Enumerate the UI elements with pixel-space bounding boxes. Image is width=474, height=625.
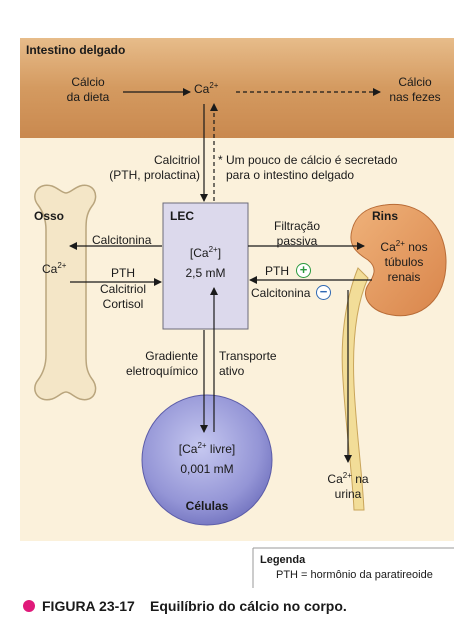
bone-ca-label: Ca2+ xyxy=(42,262,66,277)
urine-label: Ca2+ na urina xyxy=(318,472,378,502)
bone-title: Osso xyxy=(34,209,65,223)
diet-line-2: da dieta xyxy=(66,90,110,104)
lec-conc-open: [Ca xyxy=(189,246,209,260)
filtration-line-2: passiva xyxy=(276,234,318,248)
calcitriol-bone-label: Calcitriol xyxy=(99,282,146,296)
bone-ca-text: Ca xyxy=(42,262,58,276)
cells-conc-close: livre] xyxy=(206,442,236,456)
filtration-label: Filtração passiva xyxy=(252,219,342,249)
kidney-ca-rest: nos xyxy=(404,240,428,254)
note-line-1: * Um pouco de cálcio é secretado xyxy=(218,153,398,167)
cells-circle xyxy=(141,394,273,526)
cortisol-bone-label: Cortisol xyxy=(102,297,144,311)
transport-line-2: ativo xyxy=(219,364,245,378)
kidney-shape xyxy=(350,203,447,317)
intestine-ca-charge: 2+ xyxy=(209,81,219,90)
gradient-label: Gradiente eletroquímico xyxy=(110,349,198,379)
kidney-ca-line-1: Ca2+ nos xyxy=(366,240,442,255)
kidney-title: Rins xyxy=(372,209,399,223)
legend-entry: PTH = hormônio da paratireoide xyxy=(276,569,433,581)
gradient-line-1: Gradiente xyxy=(145,349,198,363)
cells-value: 0,001 mM xyxy=(180,462,234,476)
note-label: * Um pouco de cálcio é secretado para o … xyxy=(218,153,397,183)
caption-figure: FIGURA 23-17 xyxy=(42,598,135,614)
cells-conc-label: [Ca2+ livre] xyxy=(142,442,272,457)
pth-bone-label: PTH xyxy=(111,266,135,280)
lec-conc-label: [Ca2+] xyxy=(163,246,248,261)
cells-conc-charge: 2+ xyxy=(197,441,207,450)
kidney-ca-text: Ca xyxy=(380,240,396,254)
kidney-ca-line-2: túbulos xyxy=(384,255,424,269)
kidney-ca-charge: 2+ xyxy=(395,239,405,248)
kidney-ca-label: Ca2+ nos túbulos renais xyxy=(366,240,442,285)
urine-line-2: urina xyxy=(334,487,362,501)
ureter-shape xyxy=(341,267,369,511)
feces-line-2: nas fezes xyxy=(389,90,441,104)
caption-text: Equilíbrio do cálcio no corpo. xyxy=(150,598,347,614)
calcitriol-line-1: Calcitriol xyxy=(153,153,200,167)
transport-label: Transporte ativo xyxy=(219,349,277,379)
urine-line-1: Ca2+ na xyxy=(318,472,378,487)
plus-icon: + xyxy=(296,263,311,278)
pth-kidney-label: PTH xyxy=(265,264,289,278)
bone-shape xyxy=(34,184,97,401)
caption-bullet xyxy=(23,600,35,612)
feces-label: Cálcio nas fezes xyxy=(382,75,448,105)
calcitriol-line-2: (PTH, prolactina) xyxy=(109,168,200,182)
kidney-ca-line-3: renais xyxy=(387,270,421,284)
filtration-line-1: Filtração xyxy=(273,219,320,233)
note-line-2: para o intestino delgado xyxy=(226,168,355,182)
diet-label: Cálcio da dieta xyxy=(52,75,124,105)
calcitriol-label: Calcitriol (PTH, prolactina) xyxy=(96,153,200,183)
feces-line-1: Cálcio xyxy=(398,75,432,89)
intestine-ca-text: Ca xyxy=(194,82,210,96)
lec-title: LEC xyxy=(170,209,194,223)
intestine-ca-label: Ca2+ xyxy=(194,82,218,97)
urine-ca-text: Ca xyxy=(327,472,343,486)
lec-conc-charge: 2+ xyxy=(208,245,218,254)
urine-ca-rest: na xyxy=(351,472,369,486)
transport-line-1: Transporte xyxy=(219,349,277,363)
diet-line-1: Cálcio xyxy=(71,75,105,89)
bone-ca-charge: 2+ xyxy=(57,261,67,270)
cells-title: Células xyxy=(185,499,229,513)
lec-value: 2,5 mM xyxy=(185,266,226,280)
calcitonina-kidney-label: Calcitonina xyxy=(251,286,311,300)
intestine-title: Intestino delgado xyxy=(26,43,126,57)
intestine-band xyxy=(20,38,454,138)
legend-title: Legenda xyxy=(260,554,306,566)
minus-icon: − xyxy=(316,285,331,300)
lec-box xyxy=(162,202,249,330)
calcitonina-bone-label: Calcitonina xyxy=(92,233,152,247)
gradient-line-2: eletroquímico xyxy=(125,364,198,378)
urine-ca-charge: 2+ xyxy=(342,471,352,480)
lec-conc-close: ] xyxy=(217,246,222,260)
legend-frame xyxy=(252,547,454,588)
cells-conc-open: [Ca xyxy=(178,442,198,456)
